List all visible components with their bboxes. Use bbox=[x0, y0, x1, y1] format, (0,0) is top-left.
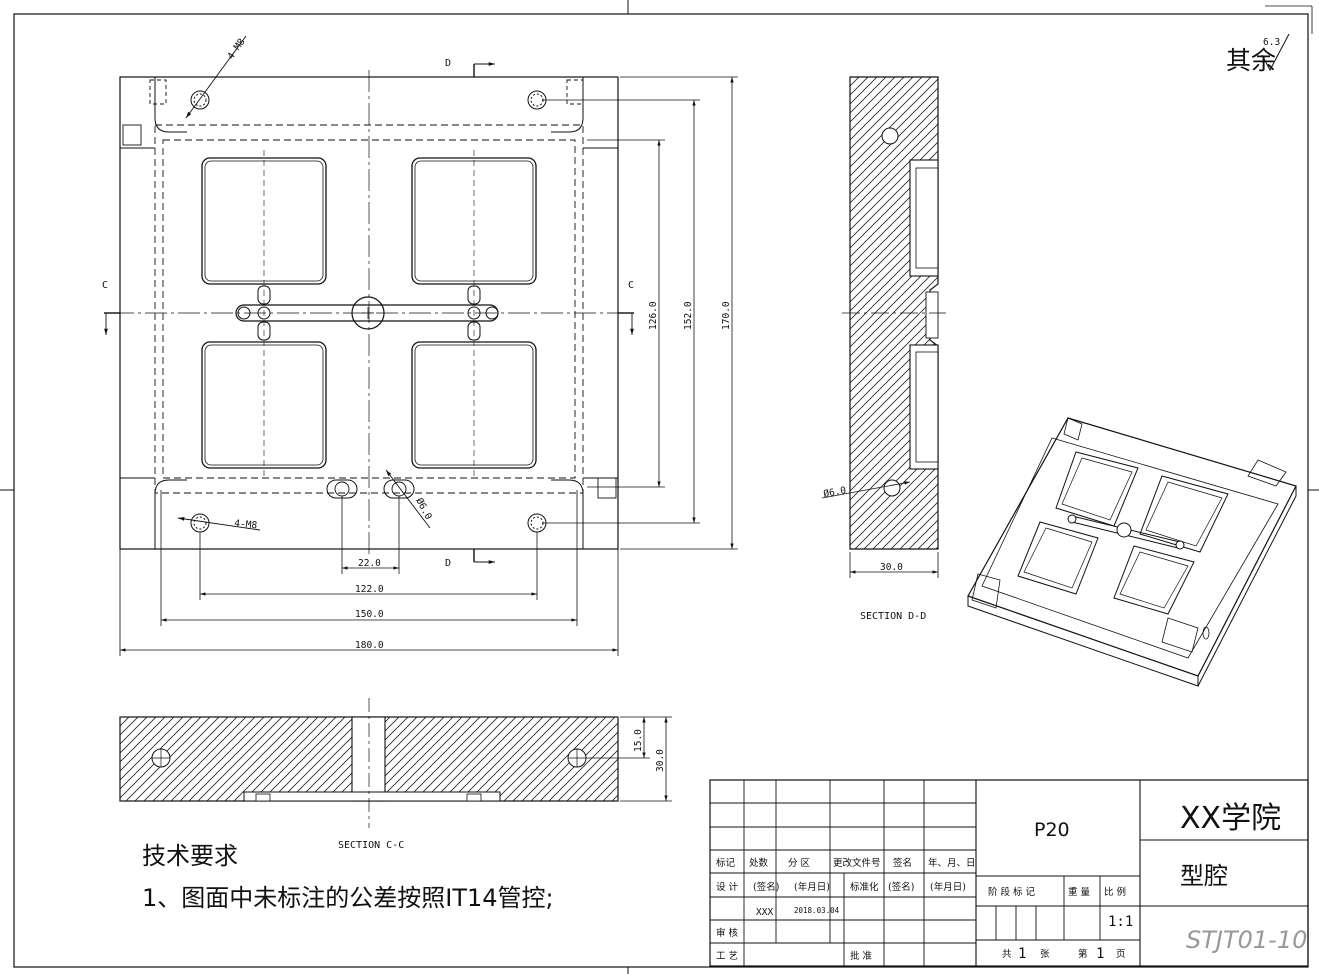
tech-requirements-item-1: 1、图面中未标注的公差按照IT14管控; bbox=[142, 884, 554, 912]
section-mark-c-right: C bbox=[628, 280, 634, 291]
hole-diameter-callout: Ø6.0 bbox=[413, 496, 434, 522]
section-mark-c-left: C bbox=[102, 280, 108, 291]
dim-22: 22.0 bbox=[358, 558, 381, 569]
tb-design-date: 2018.03.04 bbox=[794, 906, 840, 915]
tb-sign-1: (签名) bbox=[753, 881, 779, 893]
tb-sheet-pre: 第 bbox=[1078, 948, 1088, 960]
section-dd-title: SECTION D-D bbox=[860, 611, 926, 622]
section-cc-dim-15: 15.0 bbox=[633, 729, 644, 752]
tb-header-change-doc: 更改文件号 bbox=[833, 857, 881, 869]
roughness-label: 其余 bbox=[1226, 46, 1276, 75]
section-mark-d-bottom: D bbox=[445, 558, 451, 569]
dim-150: 150.0 bbox=[355, 609, 384, 620]
section-cc-view bbox=[119, 698, 672, 828]
roughness-value: 6.3 bbox=[1263, 37, 1280, 48]
tb-total-pre: 共 bbox=[1002, 949, 1012, 960]
tb-header-mark: 标记 bbox=[716, 857, 736, 869]
tb-header-date: 年、月、日 bbox=[928, 857, 976, 869]
tb-scale: 1:1 bbox=[1108, 914, 1133, 930]
tb-total-num: 1 bbox=[1018, 946, 1026, 962]
section-cc-title: SECTION C-C bbox=[338, 840, 404, 851]
dim-180: 180.0 bbox=[355, 640, 384, 651]
tb-process: 工 艺 bbox=[716, 951, 738, 962]
tb-date-2: (年月日) bbox=[930, 881, 966, 893]
tb-designer: XXX bbox=[756, 907, 773, 918]
tb-date-1: (年月日) bbox=[794, 881, 830, 893]
isometric-3d-view bbox=[967, 417, 1297, 687]
tb-institution: XX学院 bbox=[1180, 801, 1281, 836]
section-cc-dim-30: 30.0 bbox=[655, 749, 666, 772]
section-mark-d-top: D bbox=[445, 58, 451, 69]
title-block-grid bbox=[709, 779, 1309, 967]
tb-total-unit: 张 bbox=[1040, 949, 1050, 960]
tb-review: 审 核 bbox=[716, 927, 739, 939]
tb-header-signature: 签名 bbox=[893, 857, 912, 869]
dim-152: 152.0 bbox=[683, 301, 694, 330]
vertical-dimension-lines bbox=[542, 76, 738, 550]
surface-roughness-symbol: 其余 6.3 bbox=[1226, 33, 1290, 75]
thread-callout-top: 4-M8 bbox=[225, 36, 247, 61]
tb-sheet-num: 1 bbox=[1096, 946, 1104, 962]
tb-weight: 重 量 bbox=[1068, 886, 1091, 898]
tb-approve: 批 准 bbox=[850, 950, 873, 962]
tb-sheet-unit: 页 bbox=[1116, 949, 1126, 960]
thread-callout-bottom: 4-M8 bbox=[234, 518, 258, 531]
tech-requirements-title: 技术要求 bbox=[142, 842, 238, 870]
dim-122: 122.0 bbox=[355, 584, 384, 595]
tb-stage-mark: 阶 段 标 记 bbox=[988, 886, 1036, 898]
dim-170: 170.0 bbox=[721, 301, 732, 330]
section-markers bbox=[104, 62, 634, 564]
tb-sign-2: (签名) bbox=[888, 881, 914, 893]
section-dd-width: 30.0 bbox=[880, 562, 903, 573]
tb-part-name: 型腔 bbox=[1180, 862, 1228, 890]
tb-design-label: 设 计 bbox=[716, 881, 739, 893]
section-dd-hole-callout: Ø6.0 bbox=[823, 485, 848, 500]
tb-header-count: 处数 bbox=[749, 857, 769, 869]
tb-drawing-number: STJT01-10 bbox=[1186, 926, 1307, 954]
plan-view bbox=[112, 70, 626, 556]
tb-header-zone: 分 区 bbox=[788, 858, 811, 869]
hole-callout-leaders bbox=[177, 35, 431, 531]
tb-std-label: 标准化 bbox=[850, 881, 879, 893]
tb-part-number: P20 bbox=[1034, 819, 1070, 841]
dim-126: 126.0 bbox=[648, 301, 659, 330]
horizontal-dimension-lines bbox=[119, 490, 619, 656]
tb-scale-label: 比 例 bbox=[1104, 886, 1126, 898]
section-dd-view bbox=[821, 76, 946, 578]
